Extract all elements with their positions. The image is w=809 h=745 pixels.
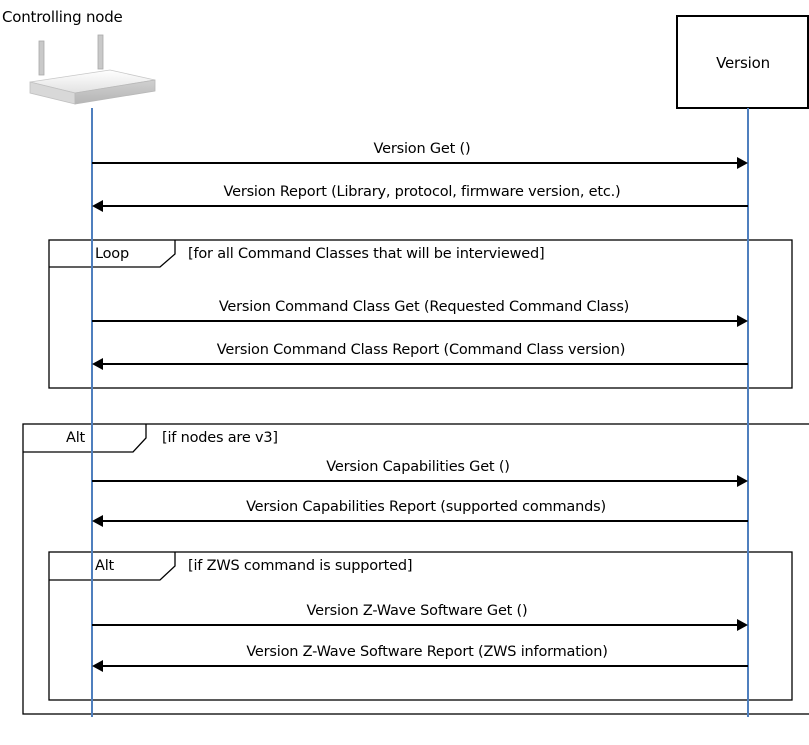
message-arrow-capabilities-get	[92, 475, 748, 487]
message-label-version-report: Version Report (Library, protocol, firmw…	[223, 184, 621, 200]
message-label-version-get: Version Get ()	[373, 141, 471, 157]
message-arrow-zws-report	[92, 660, 748, 672]
message-label-zws-get: Version Z-Wave Software Get ()	[306, 603, 528, 619]
alt-outer-tag: Alt	[66, 430, 86, 446]
alt-inner-condition: [if ZWS command is supported]	[188, 558, 413, 574]
version-participant-box	[676, 15, 809, 109]
message-label-zws-report: Version Z-Wave Software Report (ZWS info…	[246, 644, 608, 660]
controller-participant-label: Controlling node	[2, 8, 123, 26]
message-label-capabilities-get: Version Capabilities Get ()	[326, 459, 510, 475]
loop-frame	[48, 239, 793, 389]
message-arrow-version-report	[92, 200, 748, 212]
alt-outer-frame	[22, 423, 809, 715]
version-participant-label: Version	[716, 54, 770, 72]
alt-inner-frame	[48, 551, 793, 701]
message-label-command-class-get: Version Command Class Get (Requested Com…	[218, 299, 630, 315]
message-arrow-version-get	[92, 157, 748, 169]
message-arrow-zws-get	[92, 619, 748, 631]
message-label-command-class-report: Version Command Class Report (Command Cl…	[216, 342, 626, 358]
message-arrow-capabilities-report	[92, 515, 748, 527]
message-arrow-command-class-report	[92, 358, 748, 370]
alt-outer-condition: [if nodes are v3]	[162, 430, 278, 446]
message-arrow-command-class-get	[92, 315, 748, 327]
router-icon	[29, 34, 156, 105]
loop-condition: [for all Command Classes that will be in…	[188, 246, 545, 262]
message-label-capabilities-report: Version Capabilities Report (supported c…	[246, 499, 606, 515]
loop-tag: Loop	[95, 246, 129, 262]
alt-inner-tag: Alt	[95, 558, 115, 574]
